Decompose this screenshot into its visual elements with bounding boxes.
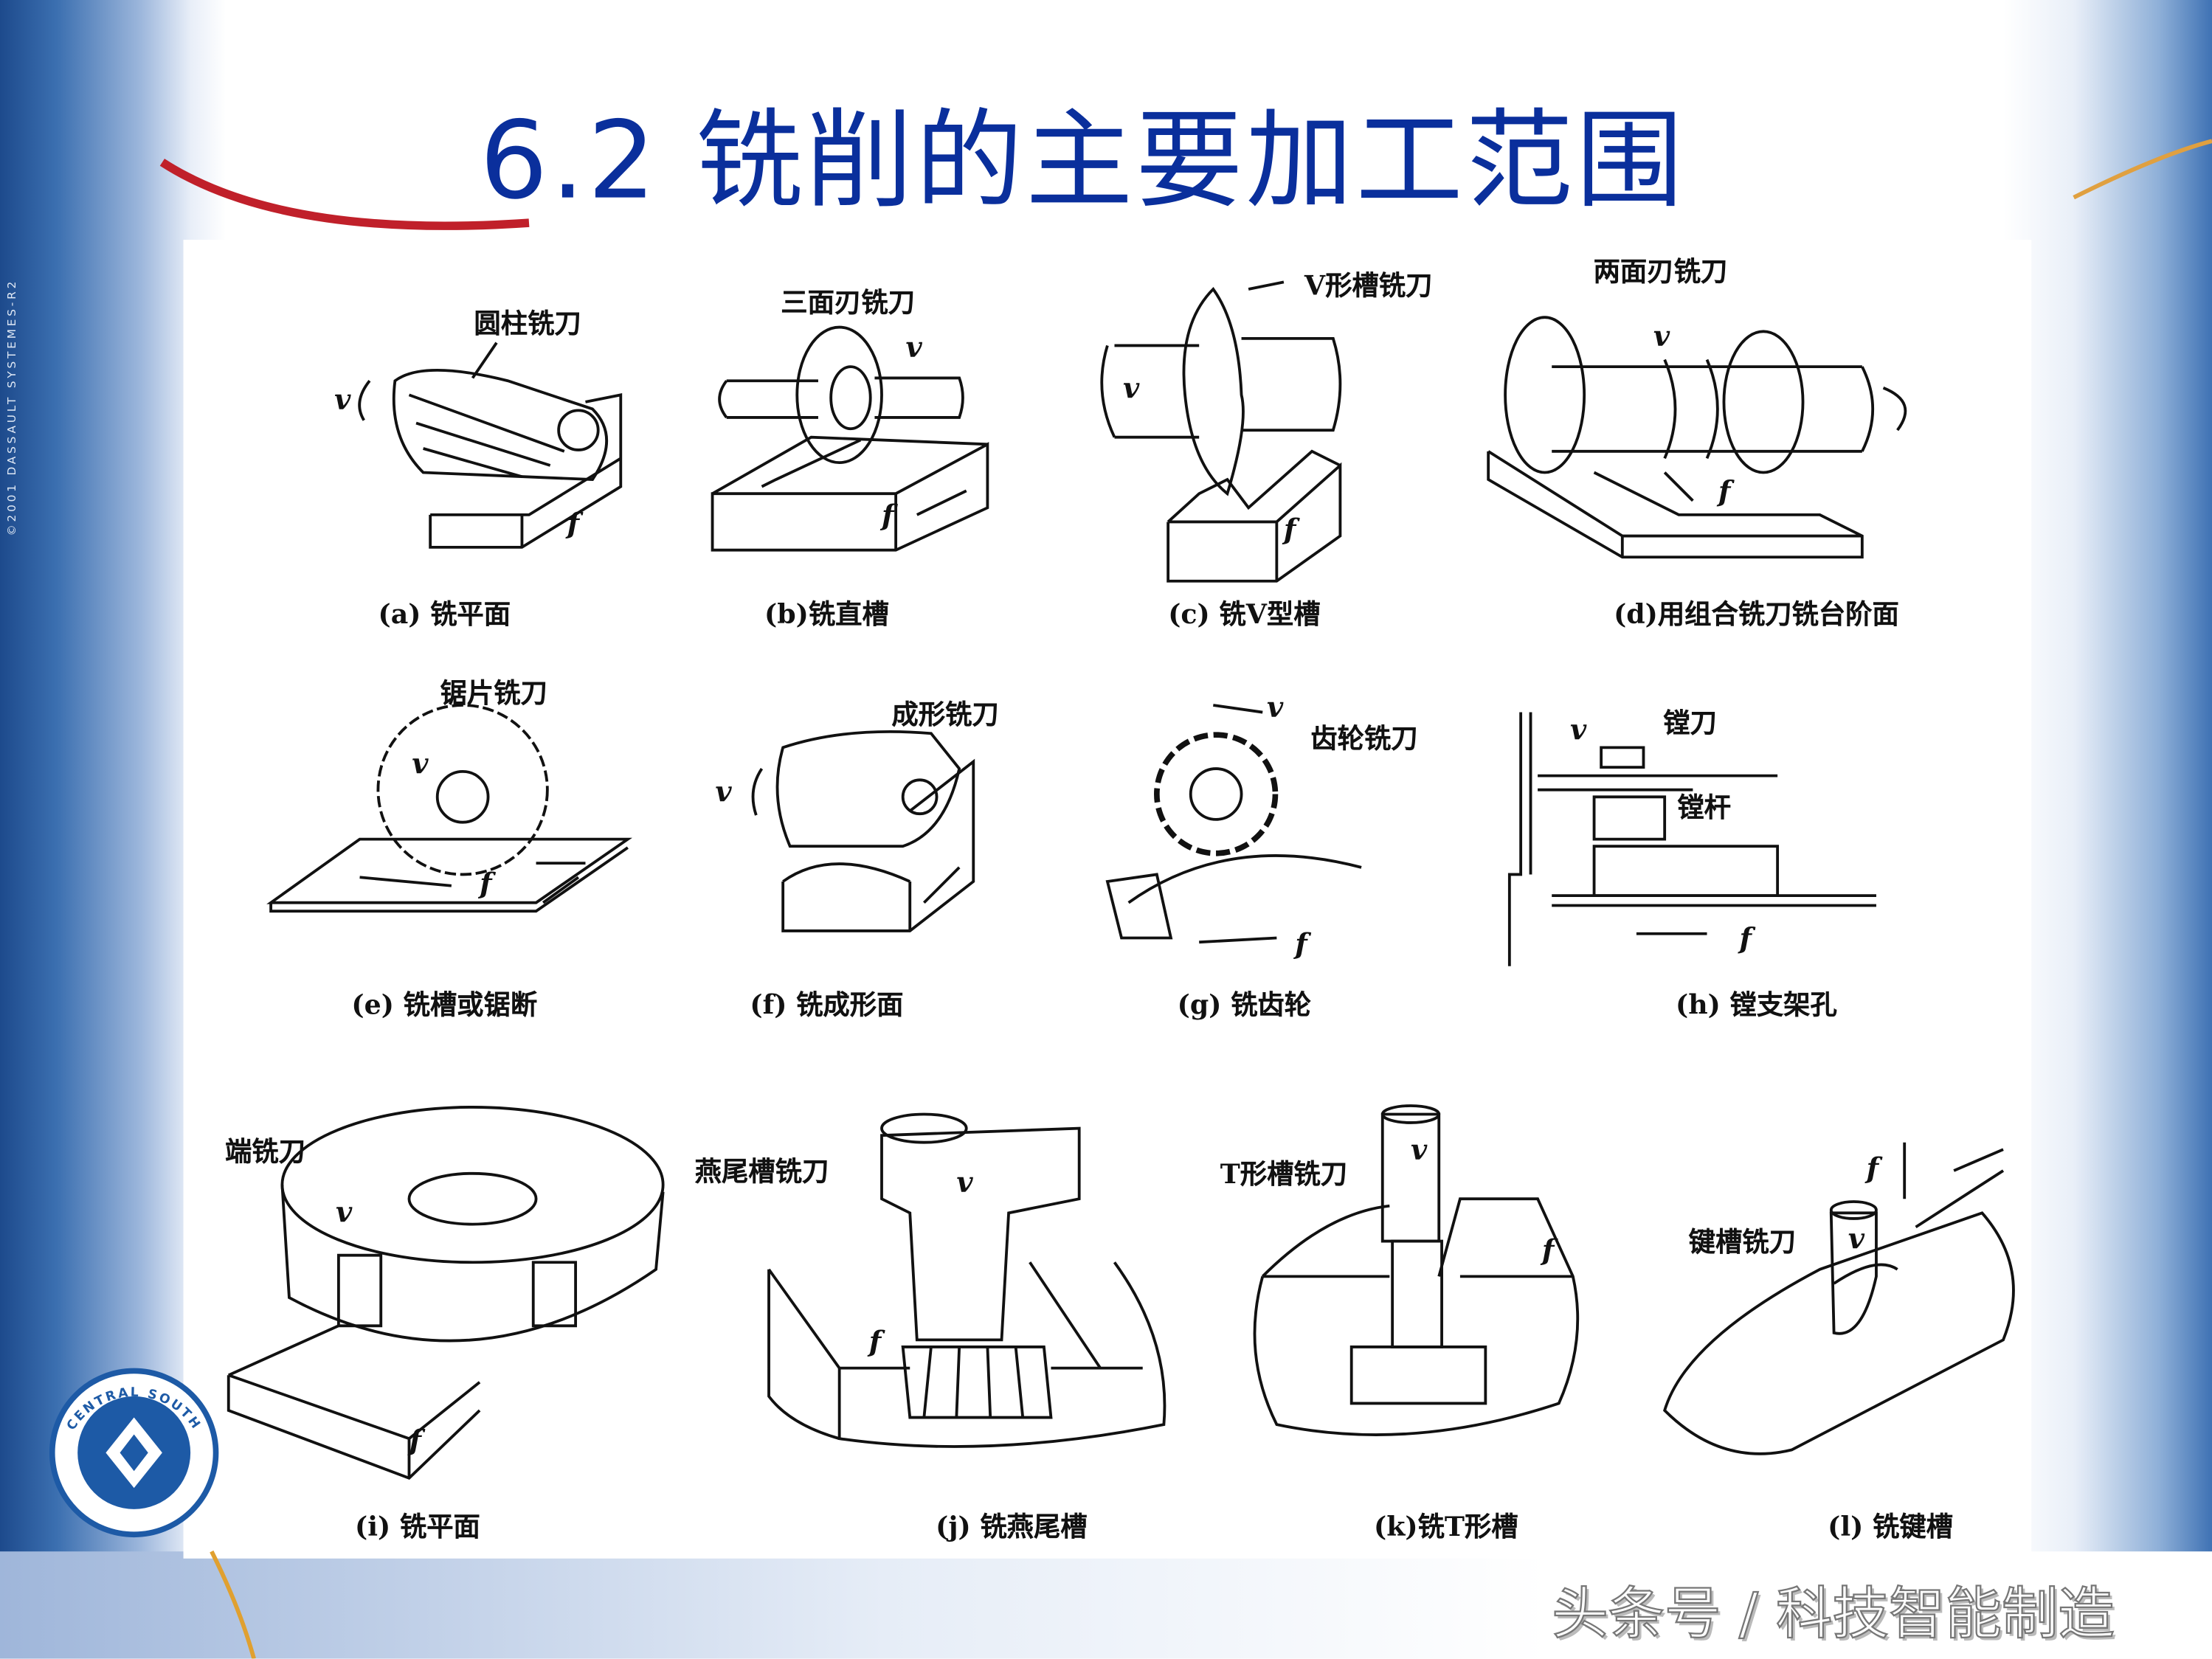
velocity-symbol: v (715, 775, 732, 808)
caption-k: (k)铣T形槽 (1374, 1511, 1518, 1543)
caption-f: (f) 铣成形面 (750, 990, 904, 1022)
diagram-i-face-milling: v f (229, 1107, 663, 1478)
tool-label-a: 圆柱铣刀 (474, 308, 581, 340)
feed-symbol: f (1293, 928, 1311, 961)
caption-c: (c) 铣V型槽 (1168, 599, 1321, 631)
diagram-b-slot-milling: v f (713, 328, 988, 550)
diagram-d-step-milling: v f (1488, 317, 1905, 557)
tool-label-g: 齿轮铣刀 (1310, 723, 1418, 755)
tool-label-e: 锯片铣刀 (440, 678, 547, 710)
velocity-symbol: v (1123, 372, 1140, 405)
caption-j: (j) 铣燕尾槽 (936, 1511, 1088, 1543)
tool-label-d: 两面刃铣刀 (1593, 256, 1728, 288)
velocity-symbol: v (1848, 1222, 1865, 1255)
velocity-symbol: v (336, 1196, 353, 1229)
slide-bottom-background (0, 1551, 2212, 1659)
page-title: 6.2 铣削的主要加工范围 (480, 97, 1686, 224)
velocity-symbol: v (1267, 690, 1284, 724)
tool-label-k: T形槽铣刀 (1220, 1159, 1348, 1191)
diagram-a-plain-milling: v f (334, 343, 621, 547)
tool-label-f: 成形铣刀 (891, 699, 999, 731)
orange-swoosh-bottom (212, 1551, 254, 1658)
velocity-symbol: v (1653, 319, 1670, 353)
diagram-g-gear-milling: v f (1107, 690, 1361, 961)
velocity-symbol: v (906, 331, 923, 364)
feed-symbol: f (1864, 1152, 1883, 1185)
tool-label-i: 端铣刀 (224, 1137, 305, 1168)
caption-g: (g) 铣齿轮 (1177, 990, 1312, 1022)
diagram-h-boring: v f (1510, 713, 1876, 966)
caption-h: (h) 镗支架孔 (1676, 990, 1837, 1022)
velocity-symbol: v (956, 1166, 973, 1199)
red-swoosh (162, 162, 529, 226)
velocity-symbol: v (334, 383, 351, 416)
caption-a: (a) 铣平面 (378, 599, 511, 631)
university-logo: CENTRAL SOUTH (52, 1371, 216, 1534)
feed-symbol: f (1282, 513, 1300, 546)
diagram-j-dovetail: v f (769, 1114, 1164, 1447)
diagram-c-v-groove: v f (1102, 282, 1340, 581)
diagram-e-saw-milling: v f (271, 705, 628, 911)
feed-symbol: f (1737, 922, 1755, 955)
tool-label-h: 镗刀 (1663, 707, 1717, 739)
velocity-symbol: v (1570, 713, 1587, 747)
caption-b: (b)铣直槽 (764, 599, 889, 631)
velocity-symbol: v (1411, 1134, 1428, 1167)
feed-symbol: f (477, 867, 496, 900)
orange-swoosh (2074, 141, 2212, 197)
caption-i: (i) 铣平面 (355, 1511, 480, 1543)
caption-d: (d)用组合铣刀铣台阶面 (1614, 599, 1899, 631)
tool-label-l: 键槽铣刀 (1688, 1227, 1796, 1258)
tool-label-j: 燕尾槽铣刀 (694, 1156, 829, 1188)
caption-e: (e) 铣槽或锯断 (351, 990, 538, 1022)
velocity-symbol: v (412, 747, 429, 780)
tool-label-h2: 镗杆 (1677, 792, 1732, 824)
feed-symbol: f (867, 1326, 885, 1359)
diagram-f-form-milling: v (715, 732, 973, 931)
tool-label-c: V形槽铣刀 (1304, 271, 1433, 302)
watermark: 头条号 / 科技智能制造 (1551, 1582, 2115, 1648)
diagram-l-keyway: v f (1665, 1143, 2014, 1454)
tool-label-b: 三面刃铣刀 (781, 288, 915, 319)
feed-symbol: f (1716, 475, 1735, 508)
caption-l: (l) 铣键槽 (1828, 1511, 1953, 1543)
